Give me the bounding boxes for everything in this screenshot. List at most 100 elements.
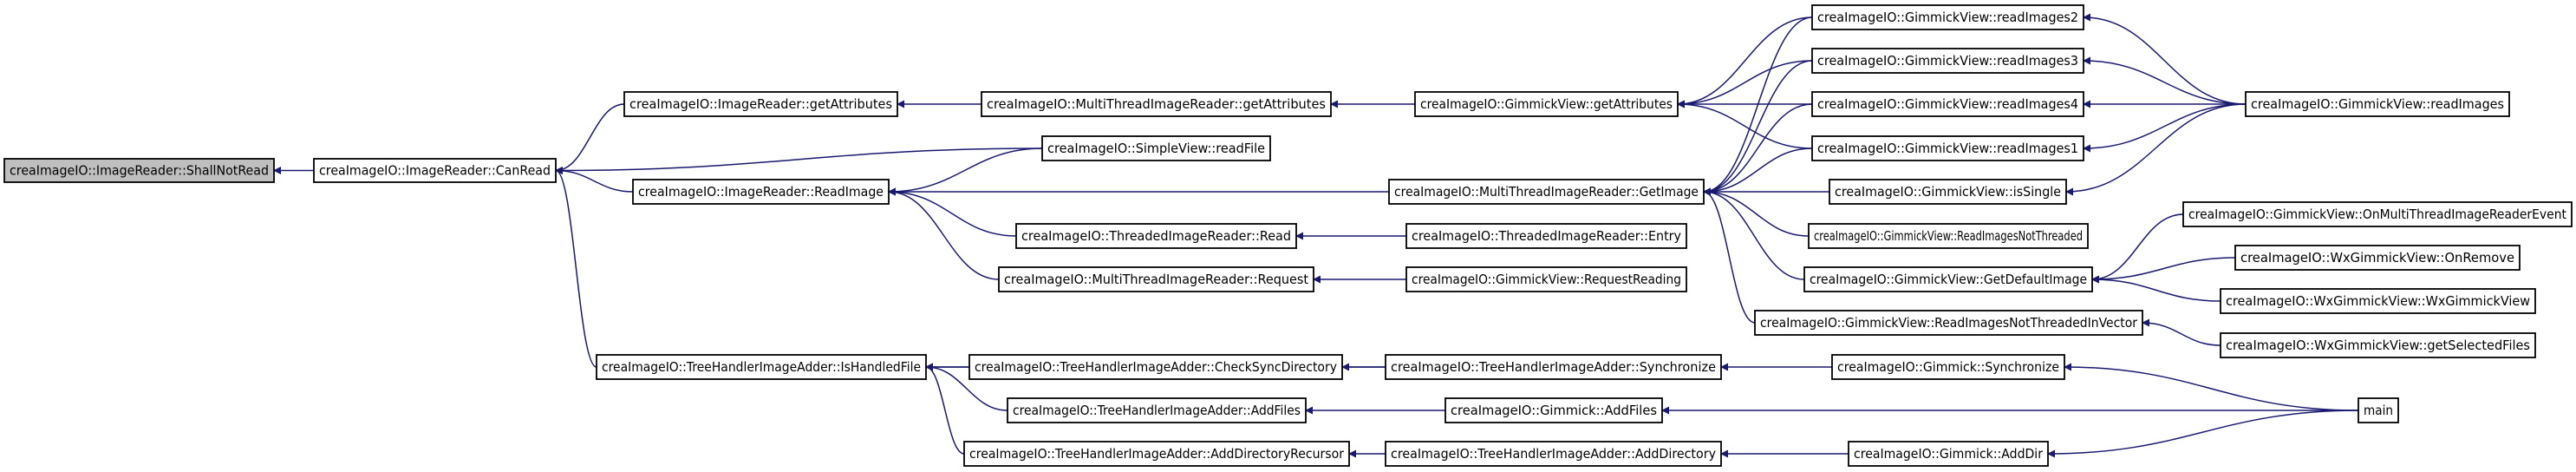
node-creaimageio-multithreadimagereader-request[interactable]: creaImageIO::MultiThreadImageReader::Req…: [998, 266, 1314, 292]
node-box: [1414, 91, 1679, 117]
node-creaimageio-treehandlerimageadder-checksyncdirectory[interactable]: creaImageIO::TreeHandlerImageAdder::Chec…: [968, 354, 1343, 380]
call-edge: [555, 148, 1043, 174]
node-label: creaImageIO::MultiThreadImageReader::Get…: [1394, 184, 1699, 200]
call-edge: [555, 167, 597, 368]
node-label: creaImageIO::WxGimmickView::OnRemove: [2240, 250, 2514, 266]
node-creaimageio-gimmickview-readimages[interactable]: creaImageIO::GimmickView::readImages: [2245, 91, 2510, 117]
node-creaimageio-gimmick-addfiles[interactable]: creaImageIO::Gimmick::AddFiles: [1445, 397, 1663, 423]
node-box: [981, 91, 1332, 117]
call-edge: [1703, 16, 1813, 196]
node-creaimageio-treehandlerimageadder-addfiles[interactable]: creaImageIO::TreeHandlerImageAdder::AddF…: [1007, 397, 1307, 423]
node-label: creaImageIO::GimmickView::getAttributes: [1420, 96, 1673, 112]
node-creaimageio-gimmick-adddir[interactable]: creaImageIO::Gimmick::AddDir: [1848, 441, 2049, 467]
node-box: [1041, 135, 1271, 161]
node-creaimageio-imagereader-getattributes[interactable]: creaImageIO::ImageReader::getAttributes: [623, 91, 898, 117]
node-box: [1829, 179, 2067, 205]
call-edge: [925, 363, 1008, 411]
call-edge: [2065, 103, 2247, 196]
node-creaimageio-imagereader-canread[interactable]: creaImageIO::ImageReader::CanRead: [313, 158, 557, 183]
node-creaimageio-wxgimmickview-onremove[interactable]: creaImageIO::WxGimmickView::OnRemove: [2234, 245, 2521, 271]
node-label: creaImageIO::Gimmick::AddFiles: [1451, 403, 1657, 418]
node-creaimageio-gimmickview-onmultithreadimagereaderevent[interactable]: creaImageIO::GimmickView::OnMultiThreadI…: [2182, 201, 2573, 227]
call-edge: [555, 167, 634, 193]
node-creaimageio-gimmickview-readimages3[interactable]: creaImageIO::GimmickView::readImages3: [1811, 48, 2084, 74]
call-edge: [888, 187, 1017, 237]
node-label: creaImageIO::TreeHandlerImageAdder::AddD…: [969, 446, 1345, 462]
call-edge: [1677, 16, 1813, 108]
node-creaimageio-multithreadimagereader-getimage[interactable]: creaImageIO::MultiThreadImageReader::Get…: [1388, 179, 1705, 205]
call-edge: [1703, 187, 1756, 324]
node-creaimageio-treehandlerimageadder-ishandledfile[interactable]: creaImageIO::TreeHandlerImageAdder::IsHa…: [596, 354, 927, 380]
call-edge: [1677, 100, 1813, 149]
node-label: creaImageIO::GimmickView::readImages: [2251, 96, 2504, 112]
node-label: creaImageIO::MultiThreadImageReader::get…: [987, 96, 1326, 112]
node-creaimageio-gimmickview-getattributes[interactable]: creaImageIO::GimmickView::getAttributes: [1414, 91, 1679, 117]
node-label: creaImageIO::WxGimmickView::WxGimmickVie…: [2226, 293, 2530, 309]
call-edge: [2091, 275, 2221, 302]
call-edge: [1703, 187, 1805, 280]
node-box: [2234, 245, 2521, 271]
node-box: [963, 441, 1350, 467]
node-box: [1015, 223, 1297, 249]
call-edge: [2064, 363, 2359, 411]
call-edge: [888, 148, 1043, 196]
call-edge: [925, 363, 965, 455]
node-creaimageio-imagereader-shallnotread[interactable]: creaImageIO::ImageReader::ShallNotRead: [3, 158, 275, 183]
node-box: [596, 354, 927, 380]
node-label: creaImageIO::WxGimmickView::getSelectedF…: [2226, 338, 2530, 353]
node-creaimageio-gimmickview-readimages1[interactable]: creaImageIO::GimmickView::readImages1: [1811, 135, 2084, 161]
node-box: [2358, 397, 2399, 423]
node-creaimageio-simpleview-readfile[interactable]: creaImageIO::SimpleView::readFile: [1041, 135, 1271, 161]
node-creaimageio-gimmick-synchronize[interactable]: creaImageIO::Gimmick::Synchronize: [1831, 354, 2065, 380]
node-box: [2245, 91, 2510, 117]
node-box: [1754, 310, 2143, 336]
node-creaimageio-wxgimmickview-getselectedfiles[interactable]: creaImageIO::WxGimmickView::getSelectedF…: [2220, 332, 2536, 358]
node-creaimageio-gimmickview-readimages2[interactable]: creaImageIO::GimmickView::readImages2: [1811, 4, 2084, 30]
call-edge: [2091, 257, 2236, 284]
node-creaimageio-gimmickview-issingle[interactable]: creaImageIO::GimmickView::isSingle: [1829, 179, 2067, 205]
node-label: creaImageIO::TreeHandlerImageAdder::AddD…: [1391, 446, 1716, 462]
call-edge: [555, 103, 625, 174]
node-creaimageio-gimmickview-readimages4[interactable]: creaImageIO::GimmickView::readImages4: [1811, 91, 2084, 117]
node-creaimageio-threadedimagereader-entry[interactable]: creaImageIO::ThreadedImageReader::Entry: [1405, 223, 1687, 249]
node-label: creaImageIO::GimmickView::GetDefaultImag…: [1810, 272, 2087, 287]
node-box: [623, 91, 898, 117]
call-edge: [1703, 103, 1813, 196]
node-creaimageio-treehandlerimageadder-adddirectory[interactable]: creaImageIO::TreeHandlerImageAdder::AddD…: [1385, 441, 1722, 467]
call-edge: [1703, 187, 1810, 237]
node-box: [2220, 332, 2536, 358]
node-label: creaImageIO::ThreadedImageReader::Entry: [1412, 228, 1681, 244]
node-creaimageio-gimmickview-readimagesnotthreaded[interactable]: creaImageIO::GimmickView::ReadImagesNotT…: [1808, 223, 2089, 249]
node-label: creaImageIO::TreeHandlerImageAdder::IsHa…: [602, 359, 921, 375]
node-creaimageio-treehandlerimageadder-synchronize[interactable]: creaImageIO::TreeHandlerImageAdder::Sync…: [1385, 354, 1722, 380]
node-creaimageio-wxgimmickview-wxgimmickview[interactable]: creaImageIO::WxGimmickView::WxGimmickVie…: [2220, 288, 2536, 314]
node-box: [2220, 288, 2536, 314]
node-label: creaImageIO::Gimmick::Synchronize: [1837, 359, 2059, 375]
node-box: [1811, 135, 2084, 161]
call-edge: [2091, 213, 2184, 284]
node-creaimageio-multithreadimagereader-getattributes[interactable]: creaImageIO::MultiThreadImageReader::get…: [981, 91, 1332, 117]
node-label: creaImageIO::GimmickView::readImages4: [1817, 96, 2078, 112]
node-label: creaImageIO::GimmickView::ReadImagesNotT…: [1760, 315, 2138, 331]
node-label: creaImageIO::GimmickView::ReadImagesNotT…: [1814, 228, 2083, 244]
node-creaimageio-treehandlerimageadder-adddirectoryrecursor[interactable]: creaImageIO::TreeHandlerImageAdder::AddD…: [963, 441, 1350, 467]
node-box: [1811, 48, 2084, 74]
node-creaimageio-gimmickview-readimagesnotthreadedinvector[interactable]: creaImageIO::GimmickView::ReadImagesNotT…: [1754, 310, 2143, 336]
node-label: creaImageIO::SimpleView::readFile: [1047, 141, 1265, 156]
node-creaimageio-threadedimagereader-read[interactable]: creaImageIO::ThreadedImageReader::Read: [1015, 223, 1297, 249]
node-creaimageio-gimmickview-requestreading[interactable]: creaImageIO::GimmickView::RequestReading: [1405, 266, 1687, 292]
node-creaimageio-gimmickview-getdefaultimage[interactable]: creaImageIO::GimmickView::GetDefaultImag…: [1803, 266, 2093, 292]
node-box: [1811, 91, 2084, 117]
node-label: creaImageIO::ImageReader::CanRead: [319, 163, 551, 179]
node-label: creaImageIO::ImageReader::ReadImage: [638, 184, 884, 200]
node-creaimageio-imagereader-readimage[interactable]: creaImageIO::ImageReader::ReadImage: [632, 179, 890, 205]
call-edge: [1703, 60, 1813, 196]
node-box: [1388, 179, 1705, 205]
call-edge: [2142, 318, 2221, 346]
node-box: [1385, 441, 1722, 467]
node-box: [1848, 441, 2049, 467]
node-box: [313, 158, 557, 183]
node-main[interactable]: main: [2358, 397, 2399, 423]
node-label: creaImageIO::GimmickView::OnMultiThreadI…: [2188, 206, 2566, 222]
